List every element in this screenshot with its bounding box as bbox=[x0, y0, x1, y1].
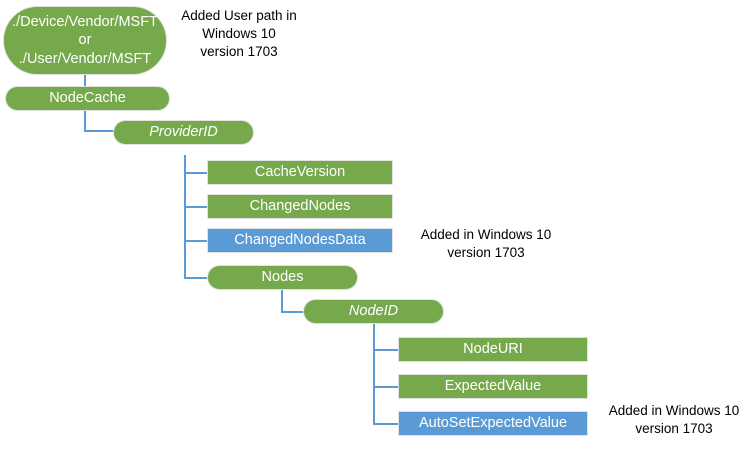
node-nodeuri[interactable]: NodeURI bbox=[398, 337, 588, 362]
node-autosetexpectedvalue[interactable]: AutoSetExpectedValue bbox=[398, 411, 588, 436]
connector-nodecache-down bbox=[84, 110, 86, 132]
node-cacheversion[interactable]: CacheVersion bbox=[207, 160, 393, 185]
connector-root-to-nodecache bbox=[84, 74, 86, 87]
node-providerid[interactable]: ProviderID bbox=[113, 120, 254, 145]
node-changednodes[interactable]: ChangedNodes bbox=[207, 194, 393, 219]
node-root[interactable]: ./Device/Vendor/MSFT or ./User/Vendor/MS… bbox=[3, 6, 167, 75]
node-nodeid[interactable]: NodeID bbox=[303, 299, 444, 324]
connector-nodes-down bbox=[281, 290, 283, 313]
connector-to-cacheversion bbox=[184, 172, 208, 174]
connector-to-nodeuri bbox=[373, 349, 399, 351]
connector-nodecache-to-providerid bbox=[84, 130, 114, 132]
node-nodes[interactable]: Nodes bbox=[207, 265, 358, 290]
connector-to-changednodesdata bbox=[184, 240, 208, 242]
note-autosetexpectedvalue-added: Added in Windows 10 version 1703 bbox=[608, 403, 740, 437]
note-changednodesdata-added: Added in Windows 10 version 1703 bbox=[420, 227, 552, 261]
connector-nodes-to-nodeid bbox=[281, 311, 305, 313]
connector-nodeid-spine bbox=[373, 324, 375, 425]
node-nodecache[interactable]: NodeCache bbox=[5, 86, 170, 111]
connector-to-nodes bbox=[184, 277, 208, 279]
connector-to-expectedvalue bbox=[373, 386, 399, 388]
node-changednodesdata[interactable]: ChangedNodesData bbox=[207, 228, 393, 253]
node-expectedvalue[interactable]: ExpectedValue bbox=[398, 374, 588, 399]
connector-to-autosetexpectedvalue bbox=[373, 423, 399, 425]
connector-to-changednodes bbox=[184, 206, 208, 208]
note-root-added-user-path: Added User path in Windows 10 version 17… bbox=[181, 8, 297, 60]
connector-providerid-spine bbox=[184, 155, 186, 278]
